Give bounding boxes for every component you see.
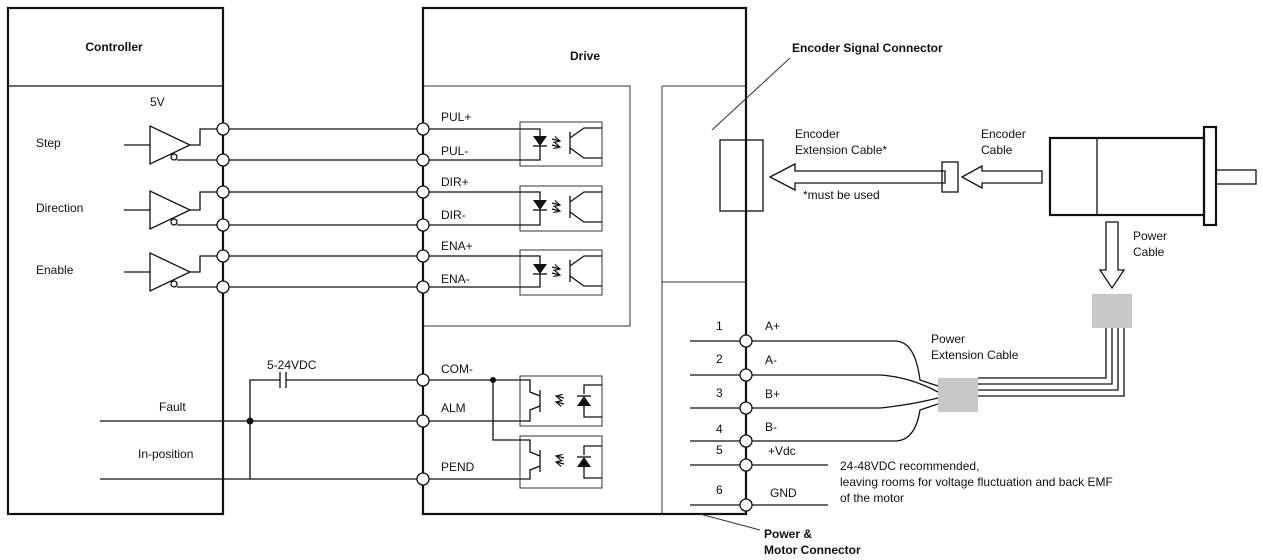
pin-2-name: A- [765, 353, 777, 367]
pin-1-name: A+ [765, 319, 780, 333]
encoder-connector-label: Encoder Signal Connector [792, 41, 943, 55]
supply-note-line-1: 24-48VDC recommended, [840, 459, 979, 473]
encoder-must-use-note: *must be used [803, 188, 880, 202]
optocoupler-pend [519, 435, 603, 489]
pin-4-number: 4 [716, 422, 723, 436]
pin-5-number: 5 [716, 443, 723, 457]
pin-pend: PEND [441, 460, 475, 474]
pin-dir-minus: DIR- [441, 208, 466, 222]
optocoupler-alm [519, 375, 603, 427]
signal-wires [216, 122, 423, 294]
pin-alm: ALM [441, 401, 466, 415]
pin-pul-plus: PUL+ [441, 110, 471, 124]
power-extension-block [938, 378, 978, 412]
supply-note-line-2: leaving rooms for voltage fluctuation an… [840, 475, 1113, 489]
pin-4-name: B- [765, 420, 777, 434]
supply-note-line-3: of the motor [840, 491, 904, 505]
pin-2-number: 2 [716, 352, 723, 366]
controller-title: Controller [85, 40, 143, 54]
pin-5-name: +Vdc [768, 444, 796, 458]
line-driver-step [124, 124, 223, 166]
controller-input-enable: Enable [36, 263, 74, 277]
encoder-cable-label-1: Encoder [981, 127, 1026, 141]
power-extension-cable: Power Extension Cable [752, 332, 1019, 442]
controller-voltage: 5V [150, 95, 165, 109]
encoder-signal-connector [719, 139, 764, 212]
controller-box: Controller 5V Step Direction Enable Faul… [6, 6, 225, 516]
output-optocouplers [519, 375, 603, 489]
optocoupler-pul [519, 121, 603, 167]
power-cable-label-1: Power [1133, 229, 1167, 243]
drive-box: Drive [421, 6, 761, 531]
pin-6-number: 6 [716, 483, 723, 497]
pin-1-number: 1 [716, 319, 723, 333]
drive-output-pins: COM- ALM PEND [416, 362, 520, 486]
pin-3-name: B+ [765, 387, 780, 401]
power-motor-connector: 1 2 3 4 5 6 A+ A- B+ B- +Vdc GND 24-48VD… [690, 319, 1113, 557]
power-cable-label-2: Cable [1133, 245, 1165, 259]
motor-power-connector [1092, 294, 1132, 328]
drive-input-pins: PUL+ PUL- DIR+ DIR- ENA+ ENA- [416, 110, 473, 294]
line-driver-enable [124, 251, 223, 293]
power-cable-arrow [1098, 221, 1126, 290]
encoder-extension-label-2: Extension Cable* [795, 143, 887, 157]
pin-6-name: GND [770, 486, 797, 500]
pin-com-minus: COM- [441, 362, 473, 376]
supply-voltage-label: 5-24VDC [267, 358, 317, 372]
encoder-section: Encoder Signal Connector Encoder Extensi… [711, 41, 1043, 212]
motor [1048, 125, 1257, 227]
power-connector-label-1: Power & [764, 527, 812, 541]
pin-dir-plus: DIR+ [441, 175, 469, 189]
encoder-cable-arrow [960, 164, 1043, 190]
pin-ena-plus: ENA+ [441, 239, 473, 253]
controller-input-step: Step [36, 136, 61, 150]
pin-3-number: 3 [716, 386, 723, 400]
optocoupler-dir [519, 185, 603, 232]
line-driver-direction [124, 189, 223, 231]
encoder-extension-label-1: Encoder [795, 127, 840, 141]
power-cable: Power Cable [978, 221, 1167, 397]
pin-ena-minus: ENA- [441, 272, 470, 286]
controller-output-fault: Fault [159, 400, 186, 414]
power-extension-label-2: Extension Cable [931, 348, 1019, 362]
pin-pul-minus: PUL- [441, 144, 468, 158]
power-connector-label-2: Motor Connector [764, 543, 861, 557]
optocoupler-ena [519, 249, 603, 296]
controller-output-in-position: In-position [138, 447, 193, 461]
drive-title: Drive [570, 49, 600, 63]
encoder-cable-label-2: Cable [981, 143, 1013, 157]
input-optocouplers [429, 121, 603, 296]
output-wires: 5-24VDC [100, 358, 423, 480]
power-extension-label-1: Power [931, 332, 965, 346]
controller-input-direction: Direction [36, 201, 83, 215]
encoder-extension-arrow [768, 162, 946, 192]
